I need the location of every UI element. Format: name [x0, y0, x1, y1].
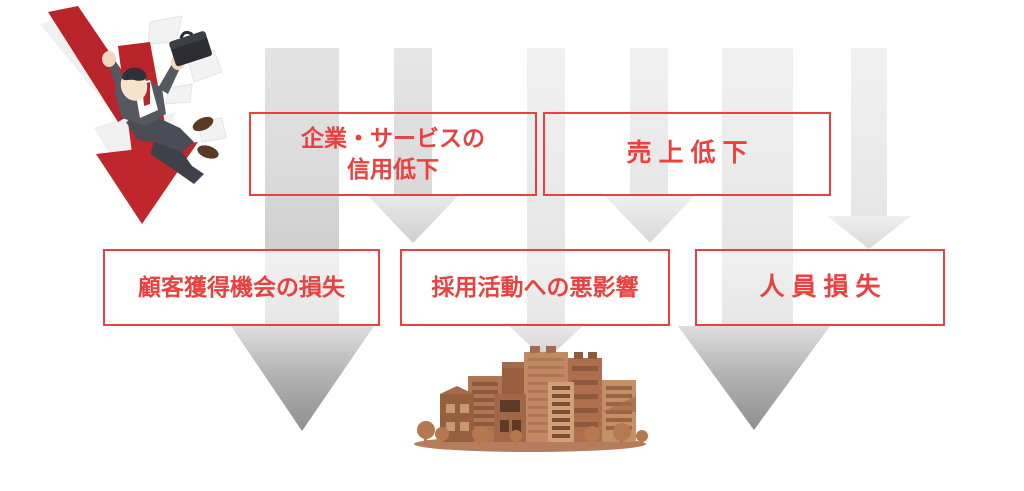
box-trust-decline-label: 企業・サービスの 信用低下	[301, 125, 485, 182]
city-buildings-illustration	[414, 346, 648, 452]
businessman-falling-down-red-arrow-illustration	[40, 6, 227, 224]
box-sales-decline[interactable]: 売上低下	[543, 112, 831, 196]
box-recruiting-impact[interactable]: 採用活動への悪影響	[400, 249, 670, 326]
gray-arrow-5	[678, 48, 830, 430]
box-sales-decline-label: 売上低下	[626, 139, 755, 168]
box-personnel-loss-label: 人員損失	[759, 272, 888, 301]
box-customer-acquisition-loss-label: 顧客獲得機会の損失	[138, 274, 345, 301]
box-customer-acquisition-loss[interactable]: 顧客獲得機会の損失	[103, 249, 380, 326]
box-trust-decline[interactable]: 企業・サービスの 信用低下	[249, 112, 537, 196]
gray-arrow-6	[827, 48, 911, 249]
gray-arrow-1	[231, 48, 374, 431]
box-personnel-loss[interactable]: 人員損失	[695, 249, 945, 326]
box-recruiting-impact-label: 採用活動への悪影響	[431, 274, 639, 301]
